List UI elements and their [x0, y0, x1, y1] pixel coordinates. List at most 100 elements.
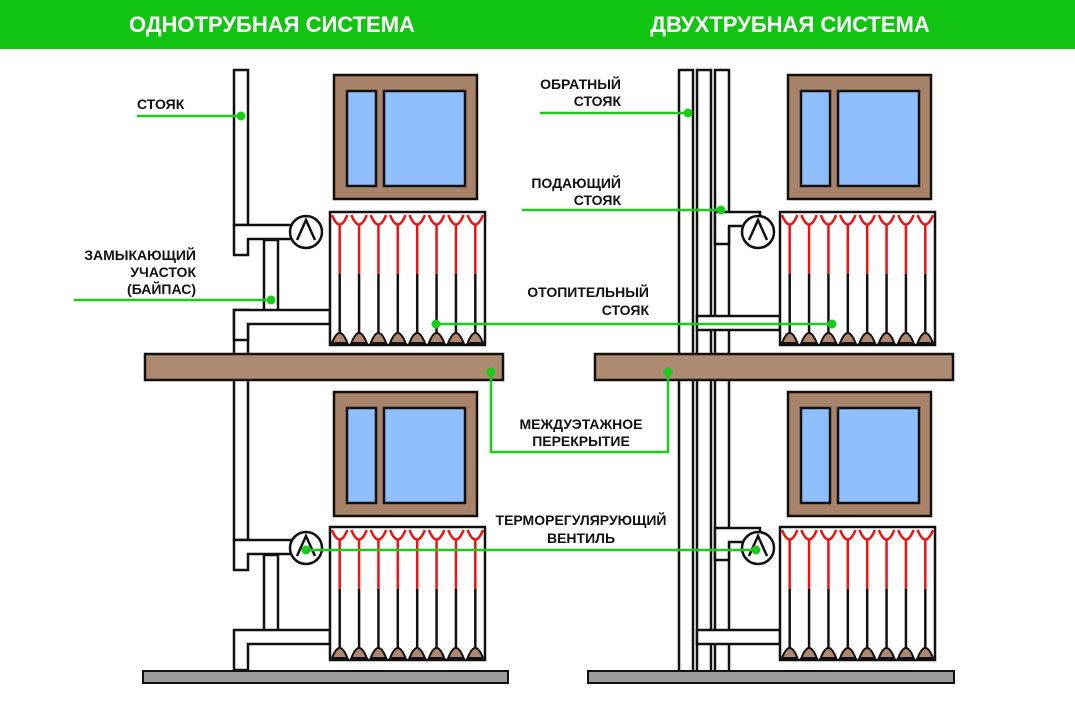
- radiator-fin-bottom: [799, 647, 819, 659]
- radiator-fin-top: [388, 214, 407, 226]
- radiator-fin-bottom: [369, 332, 388, 344]
- radiator-fin-bottom: [408, 332, 427, 344]
- callout-return-riser-dot: [683, 108, 693, 118]
- window-left-upper: [332, 73, 479, 201]
- radiator-fin-top: [408, 214, 427, 226]
- radiator-fin-bottom: [466, 332, 485, 344]
- radiator-fin-top: [800, 529, 818, 541]
- radiator-fin-bottom: [369, 647, 388, 659]
- radiator-fin-bottom: [819, 332, 838, 344]
- radiator-fin-top: [897, 214, 915, 226]
- radiator-fin-top: [819, 529, 838, 541]
- window-pane-small: [345, 406, 378, 505]
- radiator-left-lower: [328, 525, 487, 662]
- window-pane-large: [836, 89, 921, 188]
- callout-bypass-dot: [266, 295, 276, 305]
- radiator-fin-top: [427, 529, 446, 541]
- radiator-fin-top: [388, 529, 407, 541]
- label-supply-2: СТОЯК: [574, 192, 622, 208]
- bypass-lower: [262, 553, 280, 642]
- radiator-body: [328, 525, 487, 662]
- window-pane-small: [799, 89, 832, 188]
- structure-layer: [142, 68, 955, 684]
- bypass-upper: [262, 238, 280, 322]
- label-return-1: ОБРАТНЫЙ: [540, 75, 621, 92]
- radiator-fin-bottom: [408, 647, 427, 659]
- ground-right: [587, 670, 955, 684]
- radiator-fin-top: [466, 214, 485, 226]
- return-bend-upper: [232, 308, 332, 342]
- label-bypass-1: ЗАМЫКАЮЩИЙ: [84, 246, 196, 263]
- window-pane-small: [799, 406, 832, 505]
- valve-symbol: [747, 216, 769, 241]
- radiator-fin-top: [897, 529, 915, 541]
- callout-heating-dot-right: [827, 319, 837, 329]
- window-pane-large: [382, 89, 467, 188]
- riser-middle: [232, 308, 250, 542]
- radiator-fin-bottom: [780, 332, 799, 344]
- thermo-valve-left-lower: [288, 530, 324, 566]
- radiator-fin-top: [780, 214, 799, 226]
- radiator-fin-top: [447, 214, 465, 226]
- window-right-lower: [786, 390, 933, 518]
- callout-riser-dot: [236, 111, 246, 121]
- return-bend-lower: [232, 628, 332, 672]
- label-riser: СТОЯК: [137, 96, 185, 112]
- floor-slab-left: [143, 352, 505, 382]
- radiator-fin-top: [369, 529, 388, 541]
- label-heating-1: ОТОПИТЕЛЬНЫЙ: [527, 283, 649, 300]
- window-right-upper: [786, 73, 933, 201]
- radiator-body: [778, 525, 937, 662]
- label-bypass-3: (БАЙПАС): [127, 280, 196, 297]
- radiator-fin-bottom: [916, 647, 935, 659]
- window-pane-small: [345, 89, 378, 188]
- radiator-fin-top: [350, 214, 368, 226]
- callout-layer: [74, 108, 837, 555]
- label-floor-2: ПЕРЕКРЫТИЕ: [532, 433, 630, 449]
- radiator-fin-top: [350, 529, 368, 541]
- radiator-fin-bottom: [858, 332, 877, 344]
- thermo-valve-right-upper: [740, 214, 776, 250]
- radiator-fin-top: [466, 529, 485, 541]
- radiator-fin-top: [858, 214, 877, 226]
- radiator-fin-top: [877, 214, 896, 226]
- callout-heating-dot-left: [431, 319, 441, 329]
- radiator-fin-bottom: [838, 332, 857, 344]
- radiator-fin-top: [916, 214, 935, 226]
- radiator-fin-bottom: [427, 332, 446, 344]
- radiator-fin-top: [838, 214, 857, 226]
- radiator-fin-bottom: [427, 647, 446, 659]
- window-pane-large: [382, 406, 467, 505]
- radiator-fin-top: [780, 529, 799, 541]
- radiator-fin-bottom: [780, 647, 799, 659]
- callout-floor-dot-left: [486, 367, 496, 377]
- label-supply-1: ПОДАЮЩИЙ: [531, 174, 621, 191]
- radiator-fin-top: [858, 529, 877, 541]
- radiator-fin-top: [330, 214, 349, 226]
- window-left-lower: [332, 390, 479, 518]
- radiator-fin-bottom: [916, 332, 935, 344]
- window-pane-large: [836, 406, 921, 505]
- riser-upper: [232, 68, 250, 227]
- radiator-fin-bottom: [330, 647, 349, 659]
- ground-left: [142, 670, 509, 684]
- radiator-fin-top: [408, 529, 427, 541]
- radiator-fin-top: [427, 214, 446, 226]
- floor-slab-right: [593, 352, 955, 382]
- radiator-fin-bottom: [446, 647, 466, 659]
- header-two-pipe: ДВУХТРУБНАЯ СИСТЕМА: [650, 12, 930, 37]
- return-branch-lower: [695, 628, 782, 646]
- radiator-fin-bottom: [819, 647, 838, 659]
- radiator-fin-top: [447, 529, 465, 541]
- thermo-valve-left-upper: [288, 214, 324, 250]
- callout-valve-dot-left: [301, 545, 311, 555]
- radiator-fin-bottom: [388, 332, 407, 344]
- callout-supply-riser-dot: [716, 205, 726, 215]
- radiator-fin-bottom: [877, 647, 896, 659]
- radiator-fin-top: [877, 529, 896, 541]
- radiator-fin-bottom: [388, 647, 407, 659]
- radiator-fin-bottom: [858, 647, 877, 659]
- radiator-fin-bottom: [896, 332, 916, 344]
- radiator-fin-bottom: [799, 332, 819, 344]
